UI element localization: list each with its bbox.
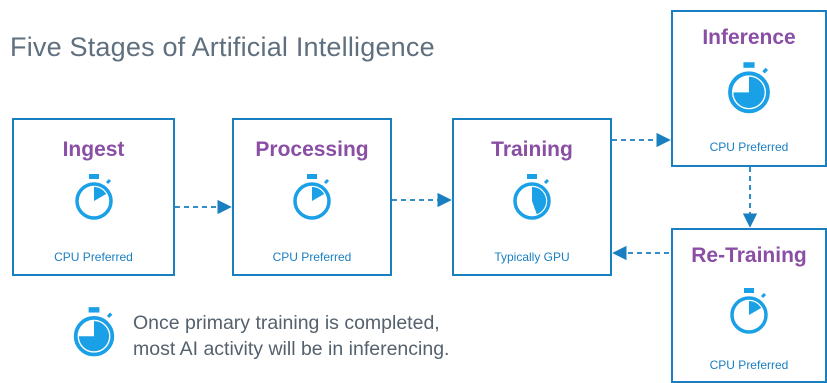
diagram-title: Five Stages of Artificial Intelligence	[10, 32, 435, 62]
stage-name: Ingest	[62, 138, 125, 161]
stage-name: Inference	[702, 26, 796, 49]
stopwatch-icon	[74, 174, 113, 220]
footnote-line-2: most AI activity will be in inferencing.	[133, 338, 450, 360]
stage-note: Typically GPU	[494, 250, 570, 264]
stopwatch-icon	[73, 307, 115, 357]
stage-training: Training Typically GPU	[452, 118, 612, 276]
stage-name: Processing	[255, 138, 369, 161]
stopwatch-icon	[728, 62, 770, 114]
stage-processing: Processing CPU Preferred	[232, 118, 392, 276]
stage-note: CPU Preferred	[709, 140, 789, 154]
footnote: Once primary training is completed, most…	[133, 310, 449, 362]
stage-note: CPU Preferred	[54, 250, 133, 264]
stage-name: Re-Training	[691, 244, 807, 267]
stopwatch-icon	[513, 174, 551, 220]
stopwatch-icon	[293, 174, 331, 220]
stopwatch-icon	[730, 288, 768, 334]
stage-name: Training	[491, 138, 573, 161]
stage-retraining: Re-Training CPU Preferred	[671, 228, 827, 383]
footnote-line-1: Once primary training is completed,	[133, 312, 440, 334]
stage-ingest: Ingest CPU Preferred	[12, 118, 175, 276]
stage-note: CPU Preferred	[272, 250, 352, 264]
stage-note: CPU Preferred	[709, 358, 789, 372]
stage-inference: Inference CPU Preferred	[671, 10, 827, 167]
